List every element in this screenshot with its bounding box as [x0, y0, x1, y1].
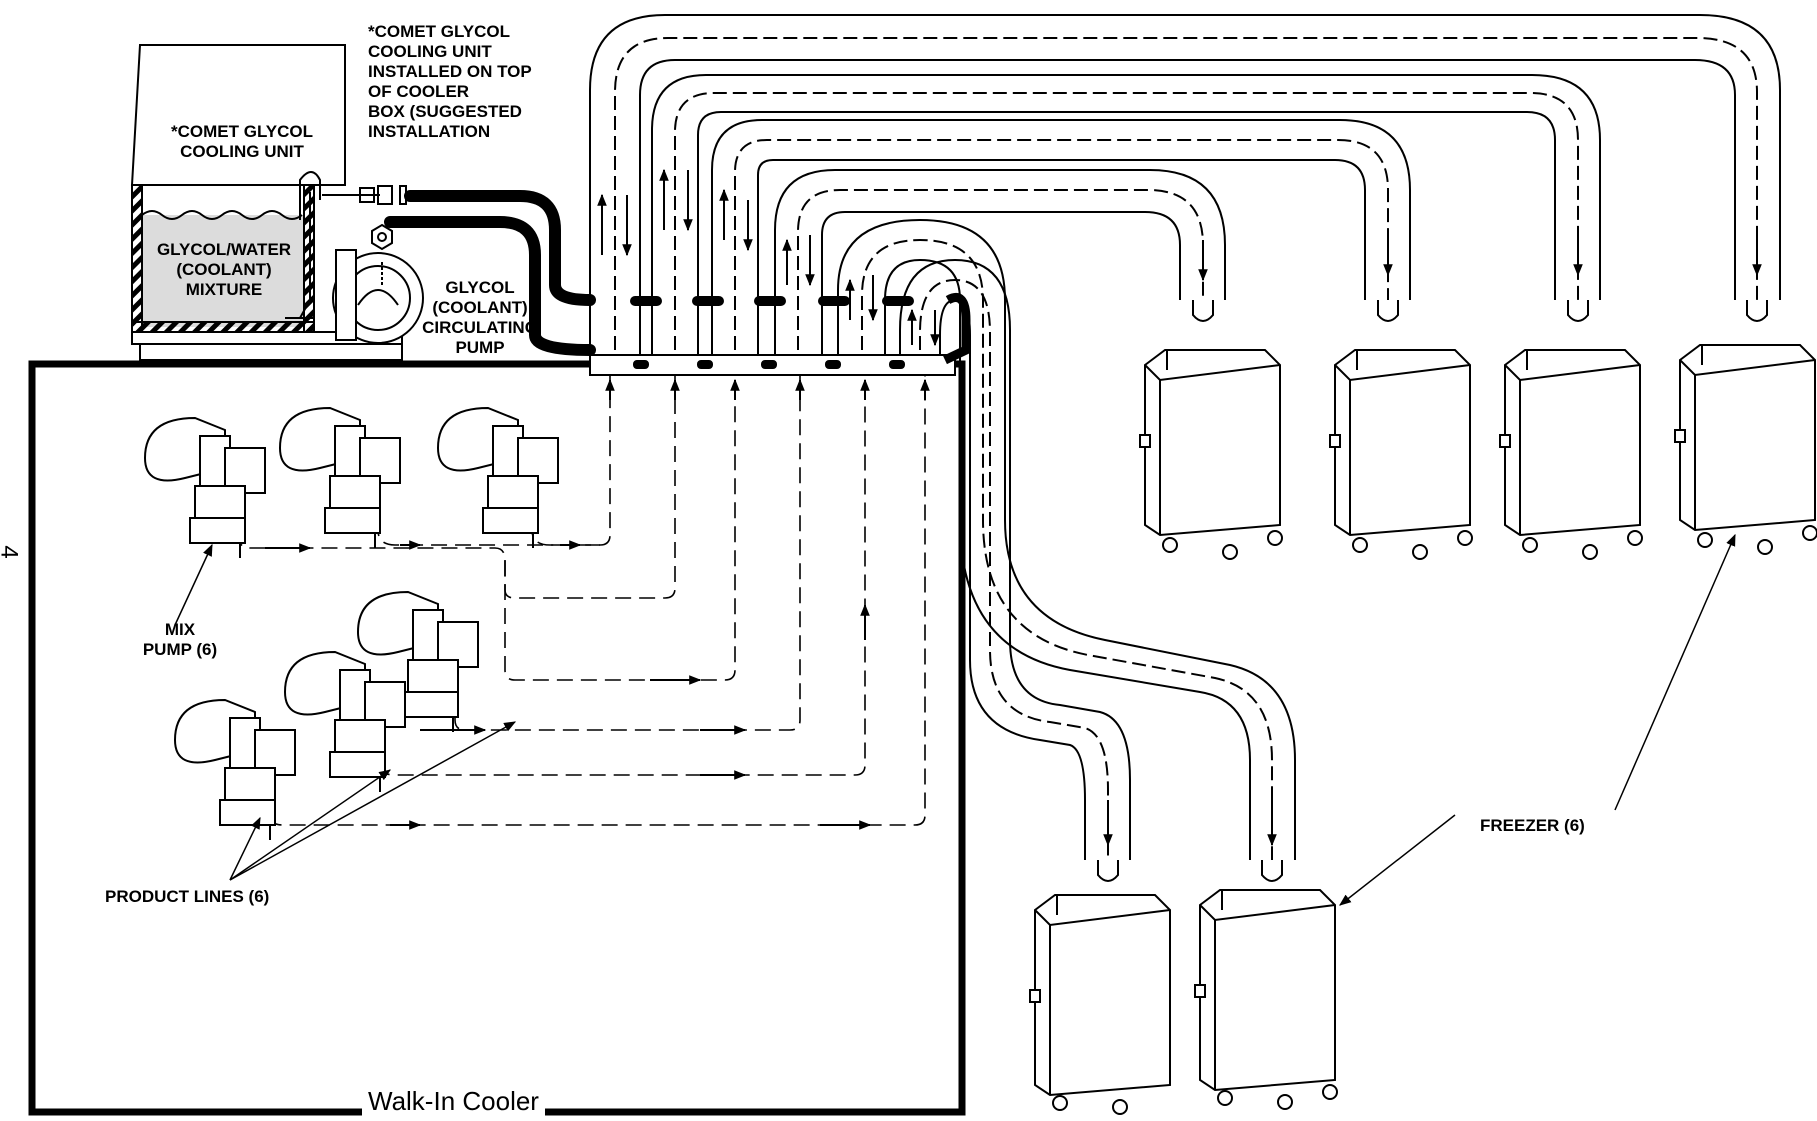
- mix-pump-5: [285, 652, 405, 792]
- pump-label: GLYCOL (COOLANT) CIRCULATING PUMP: [415, 278, 545, 358]
- mix-pump-1: [145, 418, 265, 558]
- mix-pump-2: [280, 408, 400, 548]
- walkin-cooler-label: Walk-In Cooler: [362, 1086, 545, 1117]
- mix-pump-3: [438, 408, 558, 548]
- leader-lines: [175, 535, 1735, 905]
- freezer-5: [1030, 895, 1170, 1114]
- freezer-6: [1195, 890, 1337, 1109]
- freezer-4: [1675, 345, 1817, 554]
- page-number: 4: [0, 545, 23, 558]
- freezer-3: [1500, 350, 1642, 559]
- manifold: [590, 355, 955, 375]
- mix-pump-label: MIX PUMP (6): [120, 620, 240, 660]
- comet-unit-label: *COMET GLYCOL COOLING UNIT: [152, 122, 332, 162]
- freezer-label: FREEZER (6): [1480, 816, 1585, 836]
- product-lines-label: PRODUCT LINES (6): [105, 887, 269, 907]
- freezers: [1030, 300, 1817, 1114]
- comet-top-label: *COMET GLYCOL COOLING UNIT INSTALLED ON …: [368, 22, 532, 142]
- mixture-label: GLYCOL/WATER (COOLANT) MIXTURE: [144, 240, 304, 300]
- freezer-2: [1330, 350, 1472, 559]
- circulating-pump: [333, 225, 423, 343]
- freezer-1: [1140, 350, 1282, 559]
- mix-pump-6: [175, 700, 295, 840]
